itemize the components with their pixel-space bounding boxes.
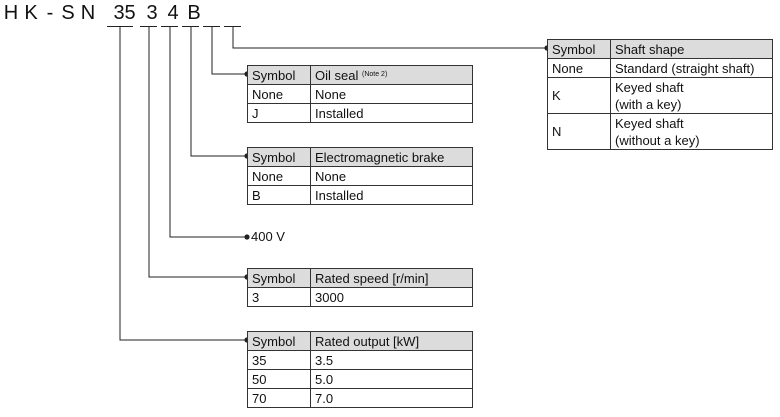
cell-symbol: None bbox=[247, 166, 311, 186]
table-row: 35 3.5 bbox=[247, 350, 473, 370]
table-header-row: Symbol Oil seal (Note 2) bbox=[247, 65, 473, 85]
header-oil-seal: Oil seal (Note 2) bbox=[310, 65, 473, 85]
cell-value: None bbox=[310, 166, 473, 186]
table-header-row: Symbol Electromagnetic brake bbox=[247, 147, 473, 167]
table-row: None None bbox=[247, 166, 473, 186]
oil-seal-table: Symbol Oil seal (Note 2) None None J Ins… bbox=[247, 65, 473, 123]
cell-line: (without a key) bbox=[615, 132, 700, 148]
model-char-s: S bbox=[61, 2, 75, 24]
header-symbol: Symbol bbox=[547, 39, 611, 59]
cell-value: Installed bbox=[310, 103, 473, 123]
model-char-h: H bbox=[3, 2, 19, 24]
leader-shaft bbox=[232, 27, 547, 49]
cell-symbol: None bbox=[247, 84, 311, 104]
table-row: J Installed bbox=[247, 103, 473, 123]
cell-value: None bbox=[310, 84, 473, 104]
table-row: 50 5.0 bbox=[247, 369, 473, 389]
cell-symbol: K bbox=[547, 77, 611, 114]
header-shaft-shape: Shaft shape bbox=[610, 39, 773, 59]
leader-brake bbox=[190, 27, 247, 157]
cell-symbol: 35 bbox=[247, 350, 311, 370]
note-reference: (Note 2) bbox=[361, 70, 388, 78]
cell-line: (with a key) bbox=[615, 96, 682, 112]
header-oil-seal-label: Oil seal bbox=[315, 67, 359, 83]
header-symbol: Symbol bbox=[247, 268, 311, 288]
cell-symbol: 50 bbox=[247, 369, 311, 389]
cell-value: Installed bbox=[310, 185, 473, 205]
leader-oilseal bbox=[211, 27, 247, 75]
table-header-row: Symbol Shaft shape bbox=[547, 39, 773, 59]
brake-table: Symbol Electromagnetic brake None None B… bbox=[247, 147, 473, 205]
shaft-shape-table: Symbol Shaft shape None Standard (straig… bbox=[547, 39, 773, 150]
cell-line: Keyed shaft bbox=[615, 115, 684, 131]
cell-line: Keyed shaft bbox=[615, 79, 684, 95]
cell-symbol: N bbox=[547, 113, 611, 150]
model-char-brake: B bbox=[187, 2, 201, 24]
cell-value: 3000 bbox=[310, 287, 473, 307]
header-symbol: Symbol bbox=[247, 147, 311, 167]
leader-speed bbox=[148, 27, 247, 278]
model-char-speed: 3 bbox=[146, 2, 158, 24]
header-brake: Electromagnetic brake bbox=[310, 147, 473, 167]
leader-voltage bbox=[169, 27, 247, 238]
rated-output-table: Symbol Rated output [kW] 35 3.5 50 5.0 7… bbox=[247, 331, 473, 408]
cell-symbol: None bbox=[547, 58, 611, 78]
model-char-dash: - bbox=[46, 2, 54, 24]
cell-value: Keyed shaft(without a key) bbox=[610, 113, 773, 150]
cell-value: 7.0 bbox=[310, 388, 473, 408]
header-symbol: Symbol bbox=[247, 65, 311, 85]
model-char-output-1: 3 bbox=[113, 2, 125, 24]
table-row: None None bbox=[247, 84, 473, 104]
table-row: 70 7.0 bbox=[247, 388, 473, 408]
cell-symbol: 3 bbox=[247, 287, 311, 307]
cell-symbol: J bbox=[247, 103, 311, 123]
model-char-voltage: 4 bbox=[167, 2, 179, 24]
table-row: B Installed bbox=[247, 185, 473, 205]
dot-voltage bbox=[244, 234, 250, 240]
table-row: N Keyed shaft(without a key) bbox=[547, 113, 773, 150]
table-row: 3 3000 bbox=[247, 287, 473, 307]
table-header-row: Symbol Rated output [kW] bbox=[247, 331, 473, 351]
cell-value: 5.0 bbox=[310, 369, 473, 389]
cell-symbol: 70 bbox=[247, 388, 311, 408]
table-row: None Standard (straight shaft) bbox=[547, 58, 773, 78]
voltage-label: 400 V bbox=[251, 229, 285, 244]
header-rated-output: Rated output [kW] bbox=[310, 331, 473, 351]
model-char-output-2: 5 bbox=[124, 2, 136, 24]
cell-value: Standard (straight shaft) bbox=[610, 58, 773, 78]
header-rated-speed: Rated speed [r/min] bbox=[310, 268, 473, 288]
cell-value: 3.5 bbox=[310, 350, 473, 370]
cell-value: Keyed shaft(with a key) bbox=[610, 77, 773, 114]
model-char-k: K bbox=[24, 2, 38, 24]
leader-output bbox=[119, 27, 247, 341]
model-char-n: N bbox=[80, 2, 96, 24]
cell-symbol: B bbox=[247, 185, 311, 205]
table-row: K Keyed shaft(with a key) bbox=[547, 77, 773, 114]
rated-speed-table: Symbol Rated speed [r/min] 3 3000 bbox=[247, 268, 473, 307]
table-header-row: Symbol Rated speed [r/min] bbox=[247, 268, 473, 288]
header-symbol: Symbol bbox=[247, 331, 311, 351]
